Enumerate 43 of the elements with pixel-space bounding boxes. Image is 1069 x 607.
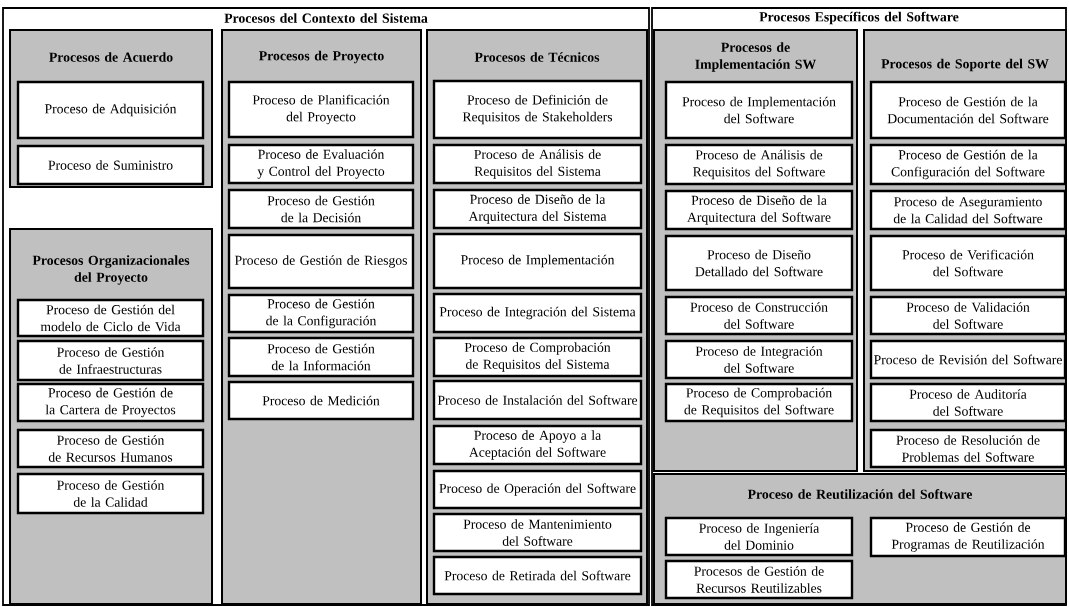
process-box: Proceso de Resolución de Problemas del Software (869, 428, 1067, 469)
process-box: Proceso de Gestión de la Información (227, 336, 415, 378)
process-box: Proceso de Integración del Software (664, 339, 854, 380)
process-box: Proceso de Gestión de la Decisión (227, 188, 415, 230)
process-box: Proceso de Revisión del Software (869, 339, 1067, 380)
process-box: Proceso de Diseño de la Arquitectura del Software (664, 189, 854, 231)
process-box: Proceso de Suministro (16, 144, 205, 186)
process-box: Proceso de Gestión de la Configuración (227, 293, 415, 334)
process-box: Proceso de Construcción del Software (664, 295, 854, 336)
process-box: Proceso de Planificación del Proyecto (227, 80, 415, 139)
process-box: Proceso de Validación del Software (869, 295, 1067, 336)
process-box: Proceso de Gestión de Recursos Humanos (16, 428, 205, 469)
process-box: Proceso de Diseño de la Arquitectura del Sistema (432, 188, 643, 230)
process-box: Proceso de Aseguramiento de la Calidad del Software (869, 189, 1067, 231)
process-box: Proceso de Gestión de Programas de Reutilización (869, 516, 1067, 558)
process-box: Proceso de Mantenimiento del Software (432, 512, 643, 553)
process-box: Proceso de Gestión de la Calidad (16, 472, 205, 515)
process-box: Proceso de Instalación del Software (432, 379, 643, 421)
process-box: Procesos de Gestión de Recursos Reutilizables (664, 559, 854, 600)
process-box: Proceso de Gestión de Infraestructuras (16, 339, 205, 382)
process-box: Proceso de Análisis de Requisitos del Sistema (432, 143, 643, 185)
process-box: Proceso de Implementación del Software (664, 80, 854, 140)
process-box: Proceso de Retirada del Software (432, 555, 643, 596)
process-box: Proceso de Implementación (432, 232, 643, 290)
process-box: Proceso de Operación del Software (432, 469, 643, 510)
process-box: Proceso de Definición de Requisitos de Stakeholders (432, 79, 643, 140)
process-box: Proceso de Gestión de la Documentación del Software (869, 80, 1067, 140)
process-box: Proceso de Adquisición (16, 80, 205, 140)
process-box: Proceso de Gestión de Riesgos (227, 233, 415, 290)
process-box: Proceso de Auditoría del Software (869, 382, 1067, 423)
process-box: Proceso de Apoyo a la Aceptación del Software (432, 424, 643, 466)
process-box: Proceso de Verificación del Software (869, 234, 1067, 292)
process-box: Proceso de Evaluación y Control del Proyecto (227, 143, 415, 185)
process-box: Proceso de Análisis de Requisitos del Software (664, 143, 854, 186)
process-box: Proceso de Diseño Detallado del Software (664, 234, 854, 292)
process-box: Proceso de Gestión del modelo de Ciclo de Vida (16, 298, 205, 338)
process-box: Proceso de Comprobación de Requisitos del Sistema (432, 336, 643, 378)
process-box: Proceso de Gestión de la Configuración del Software (869, 143, 1067, 186)
process-box: Proceso de Ingeniería del Dominio (664, 516, 854, 557)
process-box: Proceso de Medición (227, 380, 415, 421)
process-box: Proceso de Integración del Sistema (432, 292, 643, 334)
process-box: Proceso de Comprobación de Requisitos del Software (664, 382, 854, 423)
process-box: Proceso de Gestión de la Cartera de Proyectos (16, 382, 205, 423)
